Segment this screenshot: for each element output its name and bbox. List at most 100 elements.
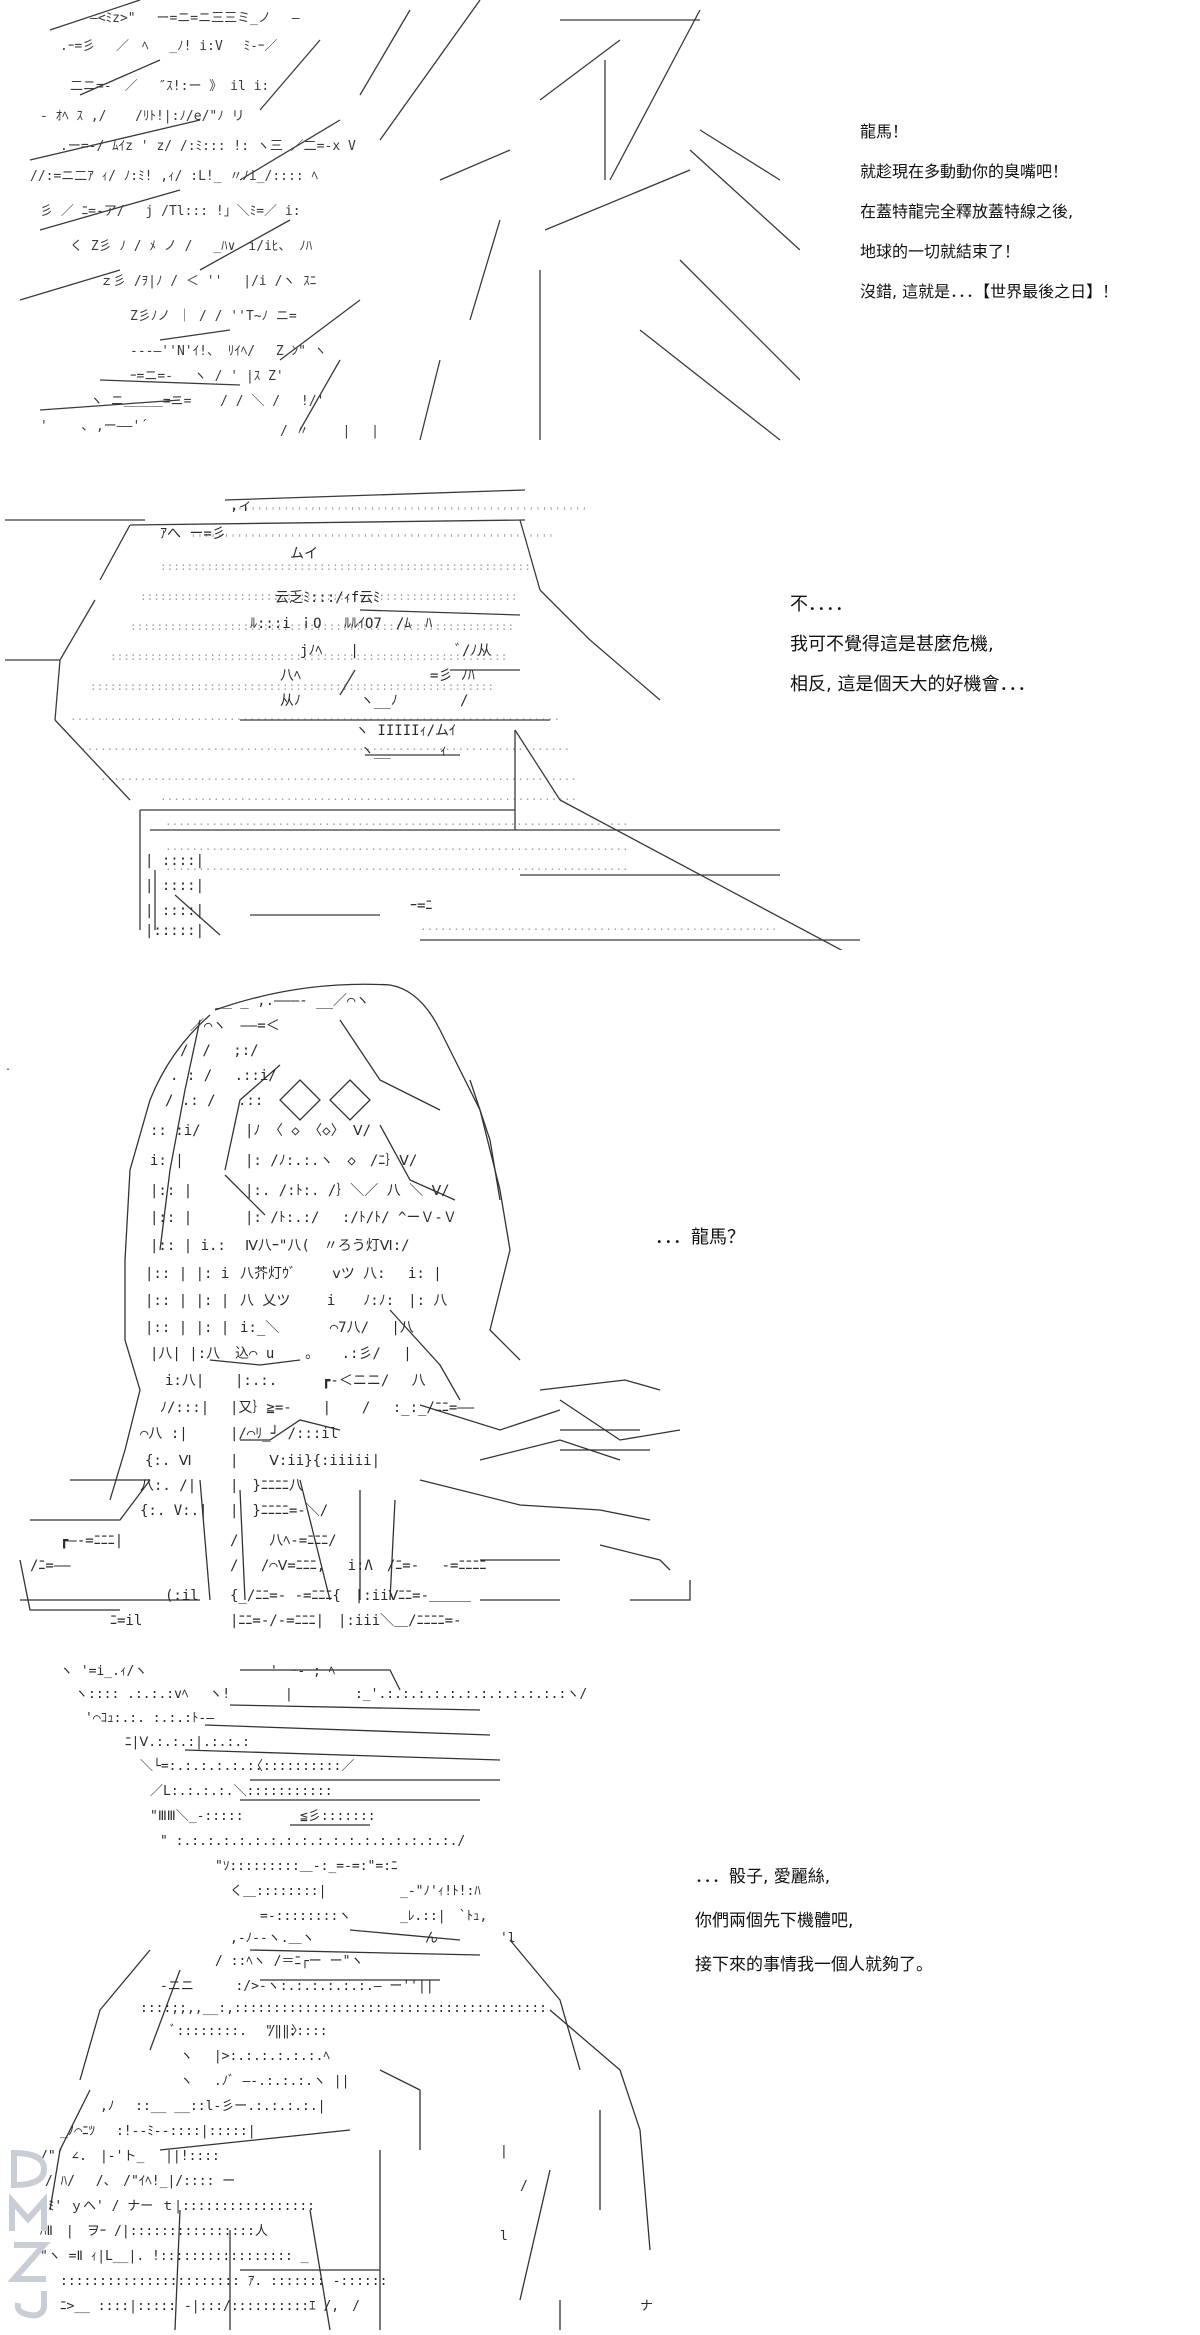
svg-text:/ ::ﾍヽ /＝ﾆ┌ー ー"ヽ: / ::ﾍヽ /＝ﾆ┌ー ー"ヽ (215, 1954, 363, 1969)
svg-text:---―''N'ｲ!、 ﾘｲﾍ/ Z ﾝ" ヽ: ---―''N'ｲ!、 ﾘｲﾍ/ Z ﾝ" ヽ (130, 344, 327, 359)
svg-text:::::::::::::::::::::::::::::::: ::::::::::::::::::::::::::::::::::::::::… (130, 620, 514, 633)
panel-2: ''''''''''''''''''''''''''''''''''''''''… (0, 470, 1200, 950)
svg-text:-ニニ :/>-ヽ:.:.:.:.:.:.— ー''|: -ニニ :/>-ヽ:.:.:.:.:.:.— ー''|| (160, 1979, 434, 1994)
svg-text:| }ﾆﾆﾆﾆ=-＼/: | }ﾆﾆﾆﾆ=-＼/ (230, 1503, 328, 1519)
ascii-art-helmet-face: ''''''''''''''''''''''''''''''''''''''''… (5, 489, 860, 950)
svg-text:..............................: ........................................… (100, 770, 577, 783)
svg-text:/ﾆ=――: /ﾆ=―― (30, 1558, 71, 1574)
svg-text:|:: |: |:: | (150, 1210, 192, 1226)
dialog-line: 你們兩個先下機體吧, (695, 1911, 854, 1931)
svg-text:| ::::|: | ::::| (145, 878, 204, 894)
svg-text:ヽ__ﾉ: ヽ__ﾉ (360, 693, 398, 709)
dialog-line: 沒錯, 這就是．．．【世界最後之日】！ (860, 282, 1119, 301)
svg-text:く Z彡 ﾉ / ﾒ ノ / _ﾊ∨ i/iﾋ、 ﾉﾊ: く Z彡 ﾉ / ﾒ ノ / _ﾊ∨ i/iﾋ、 ﾉﾊ (70, 239, 313, 254)
svg-text:i:_＼ ⌒7八/ |八: i:_＼ ⌒7八/ |八 (240, 1320, 414, 1336)
svg-text:..............................: ........................................… (165, 860, 629, 873)
svg-text:"ｿ:::::::::＿-:_=‐=:"=:ﾆ: "ｿ:::::::::＿-:_=‐=:"=:ﾆ (215, 1859, 398, 1874)
svg-text:ｰ=ニ=- ヽ / ' |ｽ Z': ｰ=ニ=- ヽ / ' |ｽ Z' (130, 369, 284, 384)
svg-text:/ .: / .::: / .: / .:: (165, 1093, 263, 1109)
svg-text:jﾉﾍ |: jﾉﾍ | (300, 643, 359, 659)
svg-text:く＿::::::::|: く＿::::::::| (230, 1884, 326, 1899)
svg-text:"||:::::: "||::::: (265, 2024, 328, 2039)
svg-text:{:. Ⅵ: {:. Ⅵ (145, 1453, 192, 1469)
svg-text:' ､ ,ー――'´: ' ､ ,ー――'´ (40, 419, 148, 434)
svg-text:ヽ |>:.:.:.:.:.:.ﾍ: ヽ |>:.:.:.:.:.:.ﾍ (180, 2049, 330, 2064)
svg-text:八:. /|: 八:. /| (140, 1478, 196, 1494)
svg-text:| ::::|: | ::::| (145, 853, 204, 869)
svg-text::: :i/: :: :i/ (150, 1123, 201, 1139)
svg-text:ナ: ナ (640, 2299, 653, 2314)
svg-text:|又｝≧=- | / :_:_/ﾆﾆ=――: |又｝≧=- | / :_:_/ﾆﾆ=―― (230, 1400, 475, 1416)
svg-text:Ⅳ八ｰ"八( 〃ろう灯Ⅵ:/: Ⅳ八ｰ"八( 〃ろう灯Ⅵ:/ (245, 1238, 410, 1254)
svg-text:ﾊⅡ | ヲｰ /|::::::::::::::::人: ﾊⅡ | ヲｰ /|::::::::::::::::人 (40, 2224, 268, 2239)
svg-text:| }ﾆﾆﾆﾆ八: | }ﾆﾆﾆﾆ八 (230, 1478, 303, 1494)
svg-text:ｨ: ｨ (440, 743, 447, 759)
svg-text:_ﾚ.::| `ﾄｭ,: _ﾚ.::| `ﾄｭ, (400, 1909, 487, 1924)
svg-text:|:: |: |:: | (150, 1183, 192, 1199)
svg-text:/: / (520, 2179, 528, 2194)
svg-text:{:. V:.|: {:. V:.| (140, 1503, 207, 1519)
svg-text:Z彡ﾉノ ｜ / / ''T~ﾉ ニ=: Z彡ﾉノ ｜ / / ''T~ﾉ ニ= (130, 309, 297, 324)
svg-text:..............................: ........................................… (160, 790, 577, 803)
svg-text:ﾆ>__ ::::|::::: -|:::/::::::::: ﾆ>__ ::::|::::: -|:::/::::::::::ｴ /, / (60, 2299, 360, 2314)
dialog-box: 不．．．． 我可不覺得這是甚麼危機, 相反, 這是個天大的好機會．．． (790, 585, 1035, 705)
dialog-line: 我可不覺得這是甚麼危機, (790, 634, 994, 655)
svg-text:..............................: ........................................… (80, 740, 570, 753)
svg-text:{_/ﾆﾆ=- -=ﾆﾆﾆ{ |:iiⅤﾆﾆ=-＿＿＿: {_/ﾆﾆ=- -=ﾆﾆﾆ{ |:iiⅤﾆﾆ=-＿＿＿ (230, 1588, 471, 1604)
svg-text:从ﾉ: 从ﾉ (280, 693, 301, 709)
svg-text:,ﾉ ::__ __::l-彡ー.:.:.:.:.|: ,ﾉ ::__ __::l-彡ー.:.:.:.:.| (100, 2099, 326, 2114)
svg-text:八ﾍ: 八ﾍ (280, 668, 301, 684)
svg-text:..............................: ........................................… (70, 710, 560, 723)
svg-text:|八| |:八: |八| |:八 (150, 1346, 220, 1362)
dialog-line: 接下來的事情我一個人就夠了。 (695, 1955, 933, 1975)
dialog-line: 龍馬！ (860, 122, 909, 141)
svg-text:.ー=-/ ﾑｲz ' z/ /:ﾐ::: !: ヽ三 ／二: .ー=-/ ﾑｲz ' z/ /:ﾐ::: !: ヽ三 ／二=-x V (60, 139, 356, 154)
svg-text:"ﾐ' ｙヘ' / ナー ｔ|:::::::::::::::: "ﾐ' ｙヘ' / ナー ｔ|::::::::::::::::: (40, 2199, 315, 2214)
svg-text:|:: | |: |: |:: | |: | (145, 1320, 229, 1336)
svg-text:ん: ん (425, 1931, 438, 1946)
svg-text:ﾙ:::i ｉO ﾙﾙｲO7 /ﾑ ﾊ: ﾙ:::i ｉO ﾙﾙｲO7 /ﾑ ﾊ (250, 616, 432, 632)
svg-text:ﾞ::::::::. /||〉: ﾞ::::::::. /||〉 (170, 2024, 304, 2039)
svg-text:＼└=:.:.:.:.:.:.: ＼└=:.:.:.:.:.:. (140, 1757, 263, 1774)
svg-text:ヽ '=i_.ｨ/ヽ: ヽ '=i_.ｨ/ヽ (60, 1664, 147, 1679)
svg-text:/ 八ﾍ-=ﾆﾆﾆ/: / 八ﾍ-=ﾆﾆﾆ/ (230, 1533, 337, 1549)
svg-text:ヽ:::: .:.:.:vﾍ ヽ!: ヽ:::: .:.:.:vﾍ ヽ! (75, 1687, 230, 1702)
svg-text:ヽ__: ヽ__ (360, 743, 391, 759)
svg-text:⌒八 :|: ⌒八 :| (140, 1426, 188, 1442)
svg-text:|: /ﾄ:.:/ :/ﾄ/ﾄ/ ^ーＶ‐Ｖ: |: /ﾄ:.:/ :/ﾄ/ﾄ/ ^ーＶ‐Ｖ (245, 1210, 457, 1226)
svg-text:i: |: i: | (150, 1153, 184, 1169)
dialog-line: ．．．骰子, 愛麗絲, (695, 1867, 831, 1887)
svg-text:/ /⌒Ⅴ=ﾆﾆﾆ, i:Λ /ﾆ=- -=ﾆﾆﾆﾆ: / /⌒Ⅴ=ﾆﾆﾆ, i:Λ /ﾆ=- -=ﾆﾆﾆﾆ (230, 1558, 486, 1574)
svg-text:ｱへ ー=彡: ｱへ ー=彡 (160, 526, 226, 542)
svg-text:ｰ=ﾆ: ｰ=ﾆ (410, 898, 432, 914)
dialog-box: ．．．龍馬？ (655, 1218, 745, 1257)
svg-text:| ::::|: | ::::| (145, 903, 204, 919)
svg-text:| Ⅴ:ii}{:iiiii|: | Ⅴ:ii}{:iiiii| (230, 1453, 380, 1469)
svg-text:..............................: ........................................… (165, 815, 629, 828)
svg-text:"ヽ =Ⅱ ｨ|L__|. !:::::::::::::::: "ヽ =Ⅱ ｨ|L__|. !::::::::::::::::: _ (40, 2249, 309, 2264)
svg-text:..............................: ........................................… (420, 920, 778, 933)
svg-text:'''''''''''''''''''''''''''''': ''''''''''''''''''''''''''''''''''''''''… (190, 532, 554, 545)
svg-text:::::::::::::::::::::::::::::::: ::::::::::::::::::::::::::::::::::::::::… (110, 650, 507, 663)
svg-text:'⌒ｺｭ:.:. :.:.:ﾄ-―: '⌒ｺｭ:.:. :.:.:ﾄ-― (85, 1711, 214, 1726)
svg-text:ﾉ/:::|: ﾉ/:::| (160, 1400, 209, 1416)
svg-text:|:: | i.:: |:: | i.: (150, 1238, 226, 1254)
svg-text:ヽ IIIIIｨ/ムｲ: ヽ IIIIIｨ/ムｲ (355, 723, 456, 739)
svg-text:__ _ ,.―――‐ __／⌒ヽ: __ _ ,.―――‐ __／⌒ヽ (215, 993, 369, 1009)
svg-text:/ / ;:/: / / ;:/ (180, 1043, 259, 1059)
svg-text:/: / (460, 693, 468, 709)
svg-text:ﾆ|Ⅴ.:.:.:|.:.:.:: ﾆ|Ⅴ.:.:.:|.:.:.: (125, 1735, 250, 1750)
svg-text:┏―-=ﾆﾆﾆ|: ┏―-=ﾆﾆﾆ| (60, 1533, 123, 1549)
svg-text:.ｰ=彡 ／ ﾍ _ﾉ! i:V ﾐ-ｰ／: .ｰ=彡 ／ ﾍ _ﾉ! i:V ﾐ-ｰ／ (60, 39, 277, 54)
svg-text:'l: 'l (500, 1931, 516, 1946)
svg-text:.: . (5, 1062, 11, 1073)
svg-text:/ ﾊ/ /、 /"ｲﾍ!_|/:::: ー: / ﾊ/ /、 /"ｲﾍ!_|/:::: ー (45, 2174, 235, 2189)
svg-text:i:八|: i:八| (165, 1373, 204, 1389)
svg-text:(:il: (:il (165, 1588, 199, 1604)
svg-text:―<ﾐz>" ー=ニ=ニ三三ミ_ノ ―: ―<ﾐz>" ー=ニ=ニ三三ミ_ノ ― (90, 11, 300, 26)
svg-text:云乏ﾐ:::/ｨf云ﾐ: 云乏ﾐ:::/ｨf云ﾐ (275, 590, 380, 606)
svg-text:=彡 ﾉﾊ: =彡 ﾉﾊ (430, 668, 475, 684)
svg-text:|:::::|: |:::::| (145, 923, 204, 939)
svg-text:,ィ: ,ィ (230, 498, 252, 514)
svg-text:／⌒ヽ ――=＜: ／⌒ヽ ――=＜ (190, 1018, 280, 1034)
